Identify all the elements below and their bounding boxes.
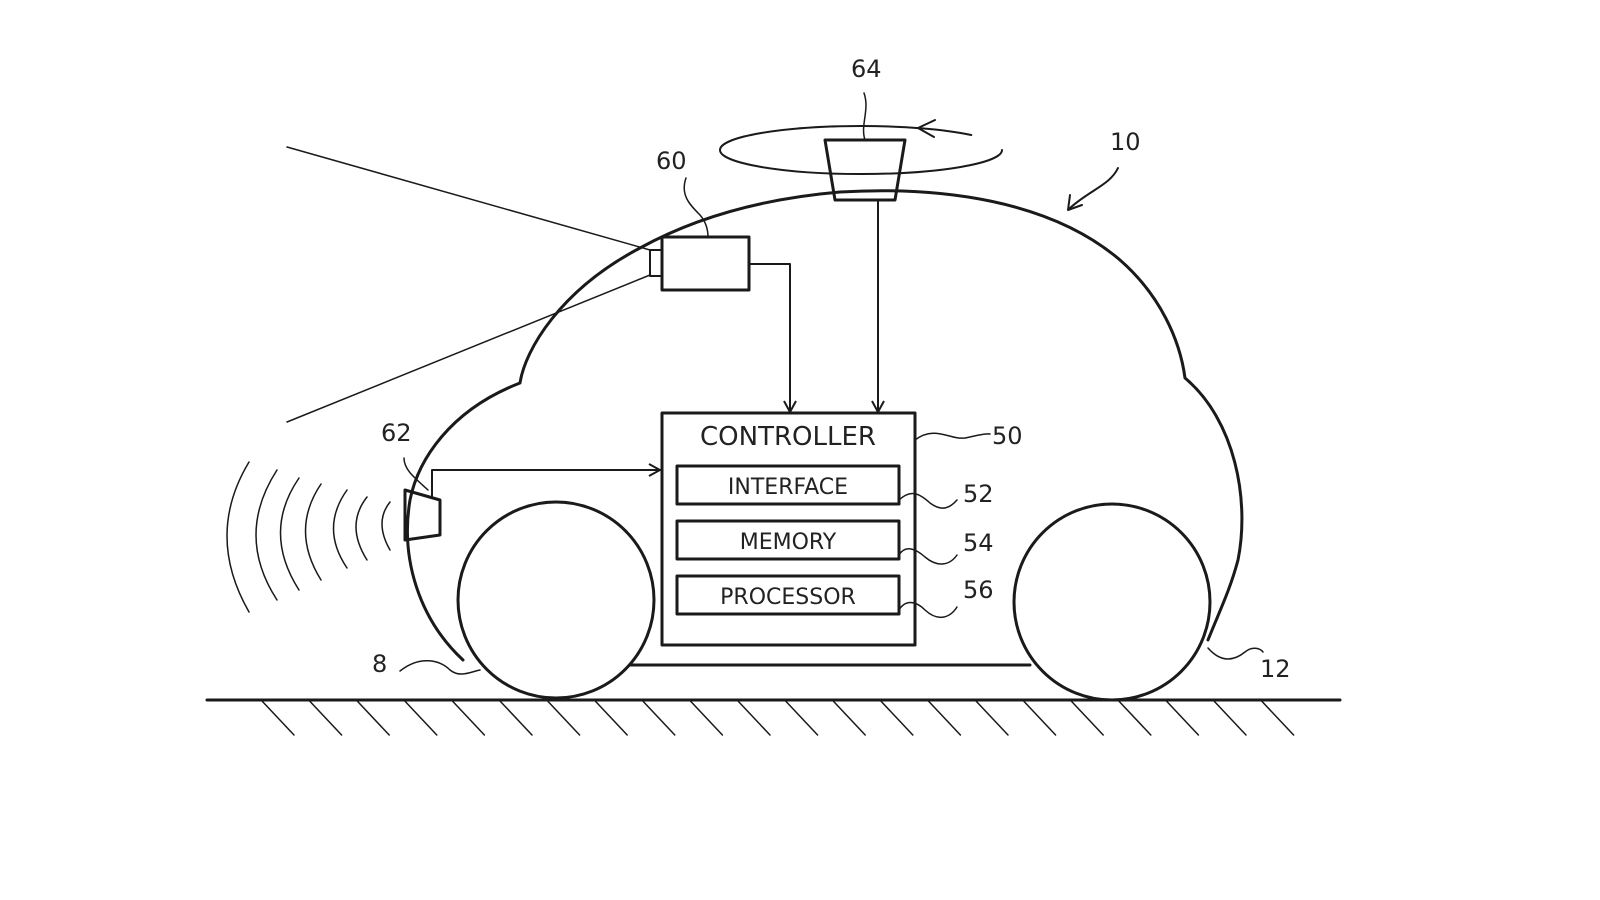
wave-6 bbox=[255, 469, 278, 601]
ref-label-56: 56 bbox=[963, 576, 994, 604]
interface-label: INTERFACE bbox=[728, 475, 848, 500]
camera-fov-upper bbox=[286, 146, 651, 251]
hatch-line-9 bbox=[689, 700, 724, 736]
rotation-arrow-icon bbox=[917, 119, 936, 138]
wave-7 bbox=[226, 461, 250, 613]
interface-box bbox=[675, 464, 901, 506]
interface-leader-line bbox=[898, 492, 958, 509]
ref-label-8: 8 bbox=[372, 650, 387, 678]
hatch-line-18 bbox=[1118, 700, 1152, 736]
hatch-line-19 bbox=[1165, 700, 1200, 736]
hatch-line-1 bbox=[308, 700, 343, 736]
front-sensor-to-controller-arrow bbox=[431, 470, 660, 498]
camera-fov-lower bbox=[286, 274, 651, 423]
camera-leader-line bbox=[683, 177, 709, 238]
hatch-line-5 bbox=[499, 700, 533, 736]
front-wheel-leader-line bbox=[399, 660, 481, 675]
wave-3 bbox=[332, 489, 348, 569]
processor-box bbox=[675, 574, 901, 616]
camera-to-controller-arrow bbox=[748, 263, 790, 412]
controller-box bbox=[660, 411, 917, 647]
hatch-line-17 bbox=[1070, 700, 1104, 736]
vehicle-ref-arrow bbox=[1069, 167, 1119, 209]
rotation-ellipse bbox=[719, 125, 1003, 175]
hatch-line-4 bbox=[451, 700, 486, 736]
roof-sensor-64 bbox=[823, 138, 907, 202]
rear-wheel-leader-line bbox=[1207, 647, 1264, 660]
hatch-line-16 bbox=[1022, 700, 1057, 736]
memory-box bbox=[675, 519, 901, 561]
vehicle-ref-arrowhead-icon bbox=[1067, 194, 1083, 211]
hatch-line-7 bbox=[594, 700, 628, 736]
ref-label-52: 52 bbox=[963, 480, 994, 508]
front-sensor-62 bbox=[403, 488, 442, 542]
hatch-line-0 bbox=[261, 700, 295, 736]
hatch-line-13 bbox=[880, 700, 914, 736]
wave-4 bbox=[304, 483, 322, 581]
camera-lens bbox=[649, 249, 663, 277]
ref-label-54: 54 bbox=[963, 529, 994, 557]
wave-1 bbox=[381, 501, 391, 551]
hatch-line-6 bbox=[546, 700, 581, 736]
memory-leader-line bbox=[898, 548, 958, 565]
hatch-line-12 bbox=[832, 700, 866, 736]
roof-sensor-leader-line bbox=[862, 92, 867, 141]
rear-wheel bbox=[1012, 502, 1212, 702]
hatch-line-8 bbox=[642, 700, 676, 736]
ref-label-62: 62 bbox=[381, 419, 412, 447]
processor-label: PROCESSOR bbox=[720, 585, 856, 610]
camera-60 bbox=[660, 235, 751, 292]
ref-label-60: 60 bbox=[656, 147, 687, 175]
ref-label-10: 10 bbox=[1110, 128, 1141, 156]
ref-label-12: 12 bbox=[1260, 655, 1291, 683]
ref-label-64: 64 bbox=[851, 55, 882, 83]
front-wheel bbox=[456, 500, 656, 700]
hatch-line-3 bbox=[404, 700, 438, 736]
sensor-waves bbox=[226, 461, 391, 613]
vehicle-body-outline bbox=[406, 189, 1244, 662]
hatch-line-14 bbox=[927, 700, 962, 736]
processor-leader-line bbox=[898, 601, 958, 618]
hatch-line-2 bbox=[356, 700, 390, 736]
ground-hatching bbox=[261, 700, 1295, 736]
hatch-line-20 bbox=[1213, 700, 1247, 736]
ref-label-50: 50 bbox=[992, 422, 1023, 450]
hatch-line-21 bbox=[1260, 700, 1295, 736]
memory-label: MEMORY bbox=[740, 530, 837, 555]
hatch-line-15 bbox=[975, 700, 1009, 736]
hatch-line-11 bbox=[784, 700, 819, 736]
controller-title: CONTROLLER bbox=[700, 422, 876, 452]
hatch-line-10 bbox=[737, 700, 771, 736]
wave-5 bbox=[279, 477, 300, 591]
wave-2 bbox=[355, 496, 368, 561]
front-sensor-leader-line bbox=[403, 457, 429, 491]
controller-leader-line bbox=[914, 432, 991, 441]
